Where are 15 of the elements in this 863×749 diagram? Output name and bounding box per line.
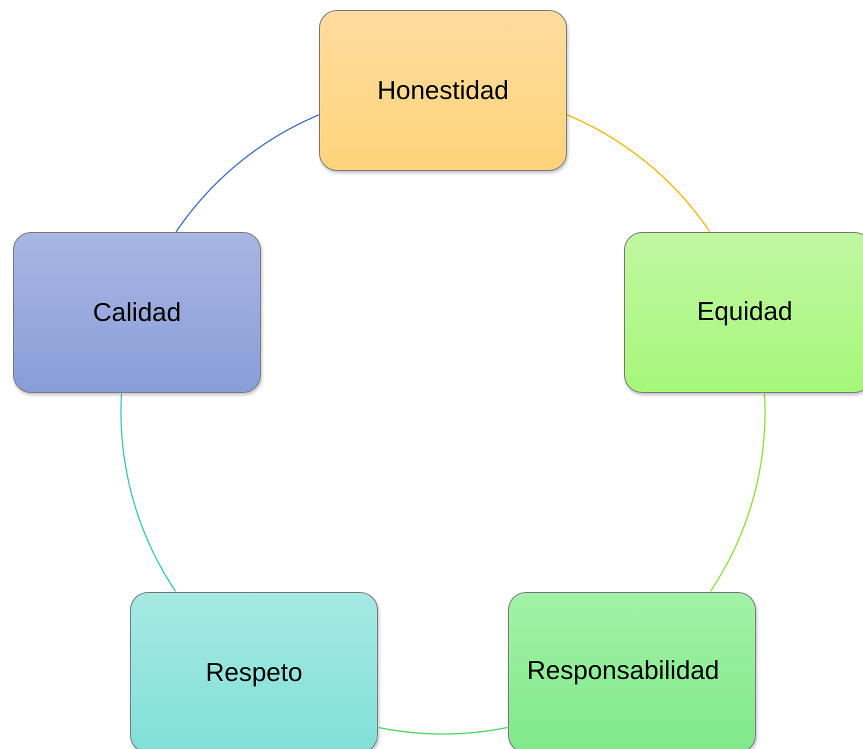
connector-arc <box>566 114 710 232</box>
rounded-box <box>508 592 756 749</box>
rounded-box <box>319 10 567 171</box>
connector-arc <box>710 394 766 592</box>
rounded-box <box>624 232 863 393</box>
connector-arc <box>176 114 320 232</box>
rounded-box <box>130 592 378 749</box>
rounded-box <box>13 232 261 393</box>
node-label: Respeto <box>206 657 302 688</box>
node-label: Responsabilidad <box>527 655 720 686</box>
connector-arc <box>120 394 176 592</box>
node-label: Honestidad <box>377 75 509 106</box>
node-label: Equidad <box>697 296 792 327</box>
connector-arc <box>378 726 508 735</box>
node-label: Calidad <box>92 297 182 328</box>
